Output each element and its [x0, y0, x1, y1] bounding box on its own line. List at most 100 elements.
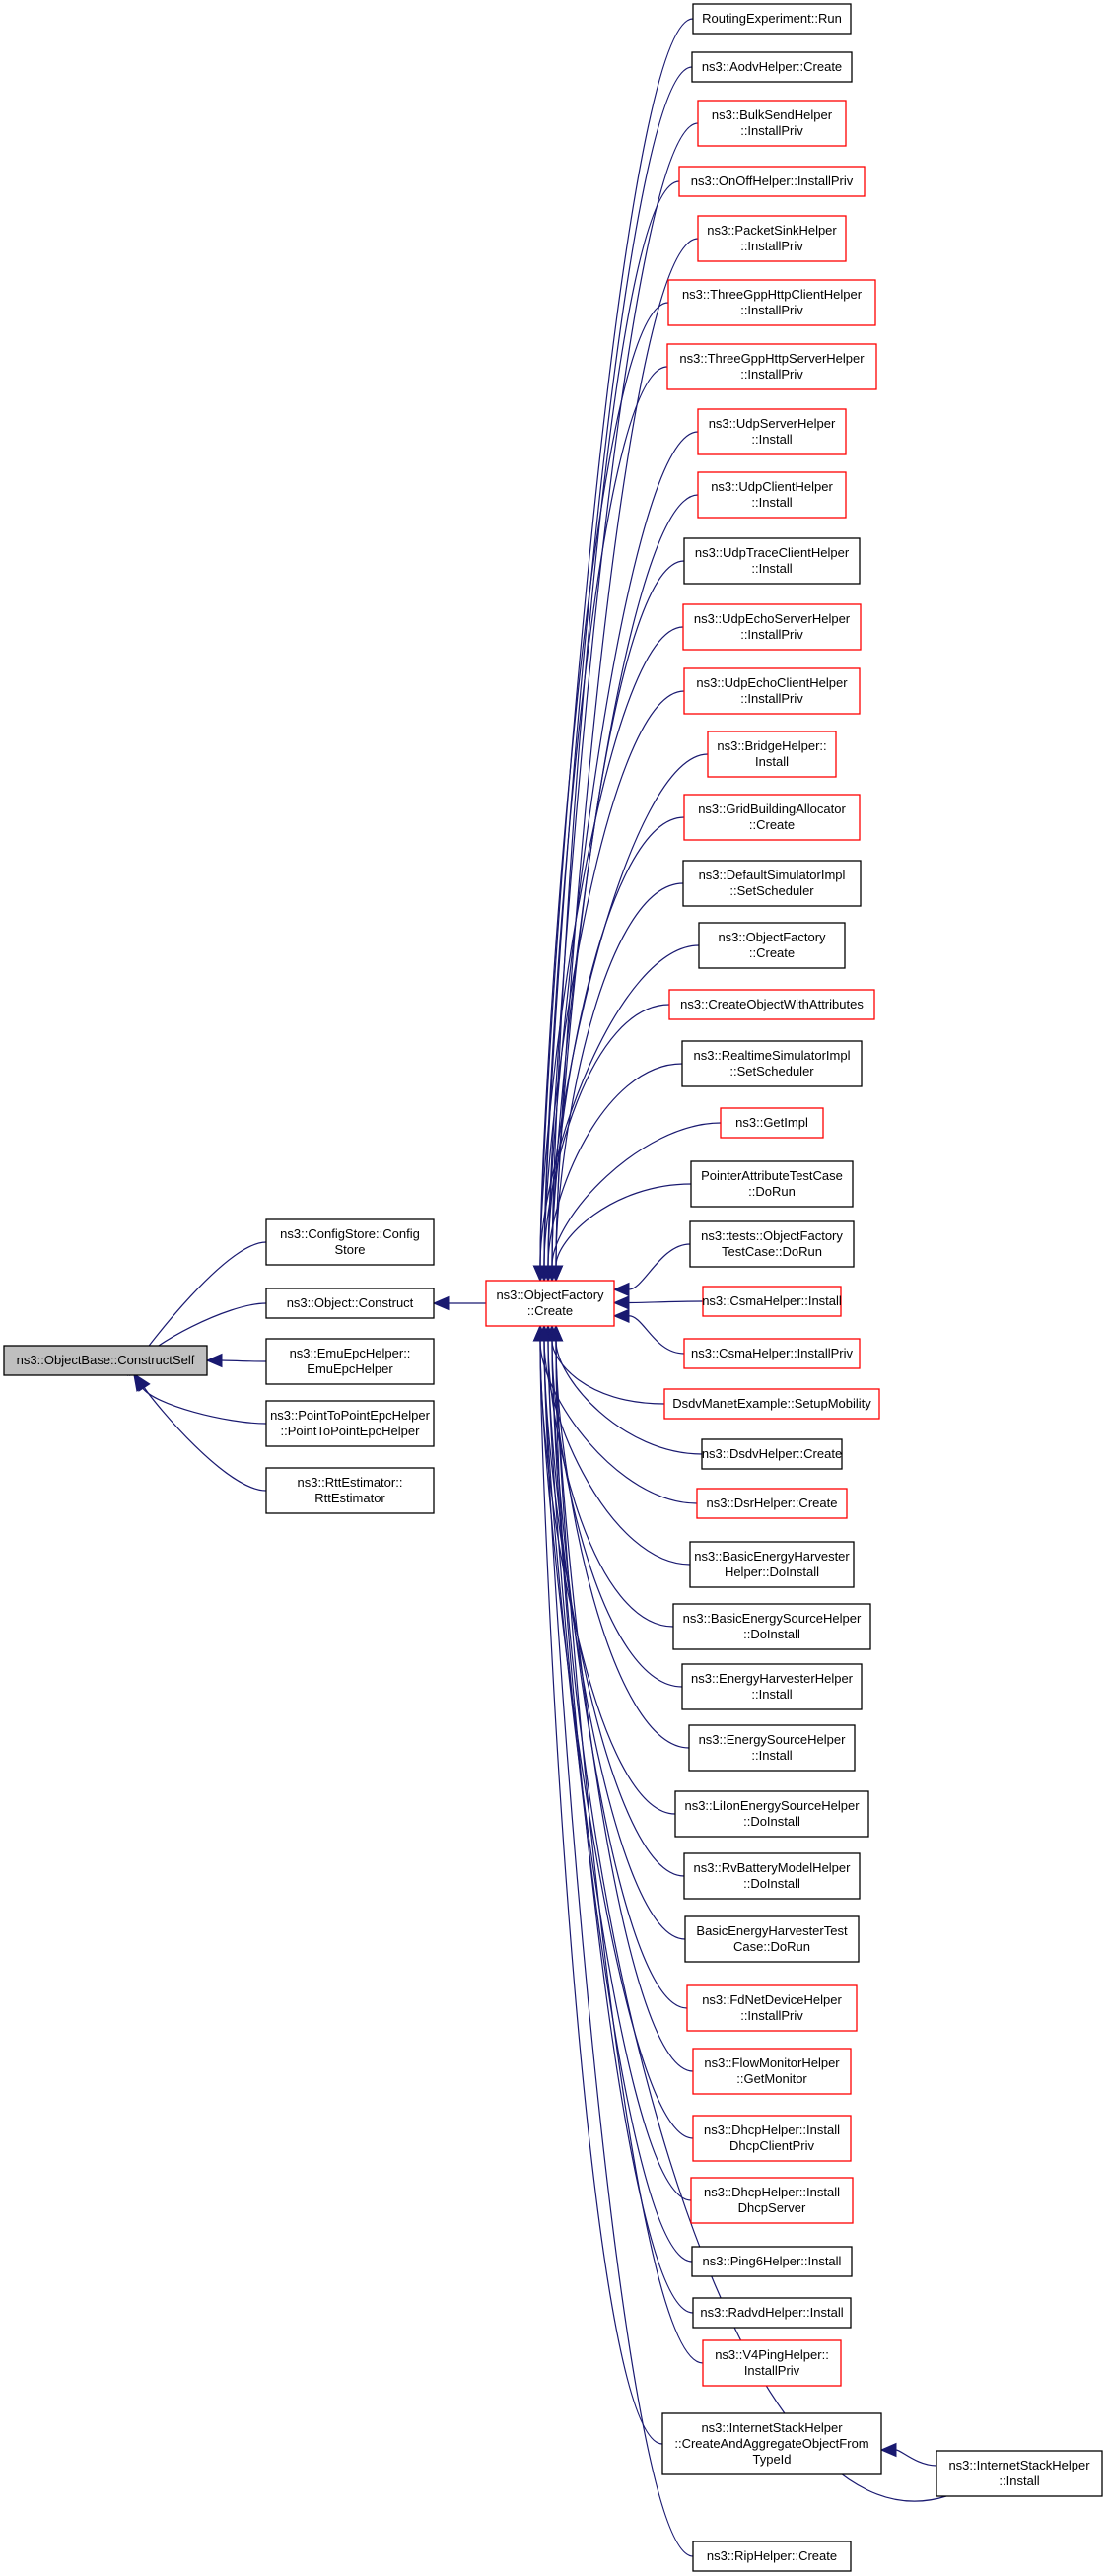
edge-factory-caller-39	[551, 1340, 694, 2314]
caller-38-ns3-ping6helper-install[interactable]: ns3::Ping6Helper::Install	[691, 2246, 853, 2277]
edge-factory-caller-6	[539, 302, 669, 1267]
caller-24-dsdvmanetexample-setupmobility[interactable]: DsdvManetExample::SetupMobility	[663, 1388, 880, 1420]
edge-factory-caller-32	[543, 1340, 685, 1877]
caller-18-ns3-realtimesimulatorimpl-setscheduler[interactable]: ns3::RealtimeSimulatorImpl::SetScheduler	[681, 1040, 863, 1087]
caller-10-ns3-udptraceclienthelper-install[interactable]: ns3::UdpTraceClientHelper::Install	[683, 537, 861, 585]
caller-22-ns3-csmahelper-install-label: ns3::CsmaHelper::Install	[702, 1293, 842, 1308]
caller-9-ns3-udpclienthelper-install-label: ns3::UdpClientHelper	[711, 479, 833, 494]
caller-27-ns3-basicenergyharvesterhelper-doinstall[interactable]: ns3::BasicEnergyHarvesterHelper::DoInsta…	[689, 1541, 855, 1588]
caller-9-ns3-udpclienthelper-install-label: ::Install	[751, 495, 792, 510]
caller-17-ns3-createobjectwithattributes[interactable]: ns3::CreateObjectWithAttributes	[668, 989, 875, 1020]
caller-27-ns3-basicenergyharvesterhelper-doinstall-box	[689, 1541, 855, 1588]
caller-32-ns3-rvbatterymodelhelper-doinstall-label: ::DoInstall	[743, 1876, 800, 1891]
caller-28-ns3-basicenergysourcehelper-doinstall-label: ns3::BasicEnergySourceHelper	[683, 1611, 862, 1626]
caller-42-ns3-riphelper-create[interactable]: ns3::RipHelper::Create	[692, 2541, 852, 2572]
root-node-constructself[interactable]: ns3::ObjectBase::ConstructSelf	[3, 1345, 208, 1376]
caller-12-ns3-udpechoclienthelper-installpriv-label: ::InstallPriv	[740, 691, 803, 706]
caller-p2pepchelper[interactable]: ns3::PointToPointEpcHelper::PointToPoint…	[265, 1400, 435, 1447]
caller-23-ns3-csmahelper-installpriv-label: ns3::CsmaHelper::InstallPriv	[691, 1346, 853, 1360]
edge-factory-caller-20	[555, 1183, 692, 1267]
caller-36-ns3-dhcphelper-installdhcpclientpriv-label: ns3::DhcpHelper::Install	[704, 2123, 840, 2137]
caller-26-ns3-dsrhelper-create[interactable]: ns3::DsrHelper::Create	[696, 1488, 848, 1519]
caller-rttestimator-label: RttEstimator	[314, 1491, 385, 1505]
graph-edges	[127, 18, 947, 2557]
caller-26-ns3-dsrhelper-create-box	[696, 1488, 848, 1519]
caller-16-ns3-objectfactory-create[interactable]: ns3::ObjectFactory::Create	[698, 922, 846, 969]
caller-1-routingexperiment-run[interactable]: RoutingExperiment::Run	[692, 3, 852, 35]
caller-39-ns3-radvdhelper-install-label: ns3::RadvdHelper::Install	[700, 2305, 843, 2320]
caller-28-ns3-basicenergysourcehelper-doinstall[interactable]: ns3::BasicEnergySourceHelper::DoInstall	[672, 1603, 871, 1650]
caller-22-ns3-csmahelper-install[interactable]: ns3::CsmaHelper::Install	[702, 1286, 842, 1317]
caller-13-ns3-bridgehelper-install[interactable]: ns3::BridgeHelper::Install	[707, 731, 837, 778]
caller-31-ns3-liionenergysourcehelper-doinstall-label: ::DoInstall	[743, 1814, 800, 1829]
caller-19-ns3-getimpl[interactable]: ns3::GetImpl	[720, 1107, 824, 1139]
caller-14-ns3-gridbuildingallocator-create-label: ns3::GridBuildingAllocator	[698, 801, 846, 816]
caller-rttestimator[interactable]: ns3::RttEstimator::RttEstimator	[265, 1467, 435, 1514]
node-internetstackhelper-install-label: ns3::InternetStackHelper	[948, 2458, 1090, 2472]
caller-41-ns3-internetstackhelper-createandaggregateobjectfromtypeid-label: ns3::InternetStackHelper	[701, 2420, 843, 2435]
caller-3-ns3-bulksendhelper-installpriv-box	[697, 100, 847, 147]
caller-7-ns3-threegpphttpserverhelper-installpriv-label: ns3::ThreeGppHttpServerHelper	[679, 351, 865, 366]
caller-6-ns3-threegpphttpclienthelper-installpriv[interactable]: ns3::ThreeGppHttpClientHelper::InstallPr…	[667, 279, 876, 326]
caller-23-ns3-csmahelper-installpriv-box	[683, 1338, 861, 1369]
caller-object-construct[interactable]: ns3::Object::Construct	[265, 1288, 435, 1319]
caller-15-ns3-defaultsimulatorimpl-setscheduler[interactable]: ns3::DefaultSimulatorImpl::SetScheduler	[682, 860, 862, 907]
caller-configstore[interactable]: ns3::ConfigStore::ConfigStore	[265, 1218, 435, 1266]
caller-emuepchelper[interactable]: ns3::EmuEpcHelper::EmuEpcHelper	[265, 1338, 435, 1385]
caller-18-ns3-realtimesimulatorimpl-setscheduler-label: ::SetScheduler	[729, 1064, 814, 1079]
root-node-constructself-label: ns3::ObjectBase::ConstructSelf	[17, 1353, 195, 1367]
caller-36-ns3-dhcphelper-installdhcpclientpriv-box	[692, 2115, 852, 2162]
caller-34-ns3-fdnetdevicehelper-installpriv[interactable]: ns3::FdNetDeviceHelper::InstallPriv	[686, 1984, 858, 2032]
caller-30-ns3-energysourcehelper-install[interactable]: ns3::EnergySourceHelper::Install	[688, 1724, 856, 1772]
caller-configstore-label: ns3::ConfigStore::Config	[280, 1226, 420, 1241]
caller-8-ns3-udpserverhelper-install[interactable]: ns3::UdpServerHelper::Install	[697, 408, 847, 455]
caller-31-ns3-liionenergysourcehelper-doinstall[interactable]: ns3::LiIonEnergySourceHelper::DoInstall	[674, 1790, 869, 1838]
caller-14-ns3-gridbuildingallocator-create[interactable]: ns3::GridBuildingAllocator::Create	[683, 794, 861, 841]
caller-12-ns3-udpechoclienthelper-installpriv[interactable]: ns3::UdpEchoClientHelper::InstallPriv	[683, 667, 861, 715]
caller-8-ns3-udpserverhelper-install-label: ::Install	[751, 432, 792, 447]
caller-40-ns3-v4pinghelper-installpriv[interactable]: ns3::V4PingHelper::InstallPriv	[702, 2339, 842, 2387]
node-internetstackhelper-install[interactable]: ns3::InternetStackHelper::Install	[936, 2450, 1103, 2497]
caller-23-ns3-csmahelper-installpriv[interactable]: ns3::CsmaHelper::InstallPriv	[683, 1338, 861, 1369]
caller-25-ns3-dsdvhelper-create[interactable]: ns3::DsdvHelper::Create	[701, 1438, 843, 1470]
caller-19-ns3-getimpl-label: ns3::GetImpl	[735, 1115, 808, 1130]
caller-39-ns3-radvdhelper-install[interactable]: ns3::RadvdHelper::Install	[692, 2297, 852, 2329]
caller-3-ns3-bulksendhelper-installpriv[interactable]: ns3::BulkSendHelper::InstallPriv	[697, 100, 847, 147]
edge-factory-caller-19	[551, 1122, 722, 1267]
edge-factory-caller-18	[547, 1063, 683, 1267]
caller-29-ns3-energyharvesterhelper-install[interactable]: ns3::EnergyHarvesterHelper::Install	[681, 1663, 863, 1710]
caller-32-ns3-rvbatterymodelhelper-doinstall[interactable]: ns3::RvBatteryModelHelper::DoInstall	[683, 1852, 861, 1900]
caller-40-ns3-v4pinghelper-installpriv-label: InstallPriv	[744, 2363, 800, 2378]
caller-33-basicenergyharvestertestcase-dorun-label: BasicEnergyHarvesterTest	[696, 1923, 848, 1938]
caller-29-ns3-energyharvesterhelper-install-box	[681, 1663, 863, 1710]
caller-13-ns3-bridgehelper-install-box	[707, 731, 837, 778]
caller-7-ns3-threegpphttpserverhelper-installpriv-label: ::InstallPriv	[740, 367, 803, 382]
caller-11-ns3-udpechoserverhelper-installpriv[interactable]: ns3::UdpEchoServerHelper::InstallPriv	[682, 603, 862, 651]
edge-factory-caller-30	[555, 1340, 690, 1749]
node-objectfactory-create[interactable]: ns3::ObjectFactory::Create	[485, 1280, 615, 1327]
caller-9-ns3-udpclienthelper-install[interactable]: ns3::UdpClientHelper::Install	[697, 471, 847, 519]
caller-5-ns3-packetsinkhelper-installpriv-box	[697, 215, 847, 262]
caller-20-pointerattributetestcase-dorun[interactable]: PointerAttributeTestCase::DoRun	[690, 1160, 854, 1208]
edge-factory-caller-15	[555, 882, 684, 1267]
edge-factory-caller-2	[543, 66, 693, 1267]
root-node-constructself-box	[3, 1345, 208, 1376]
edge-factory-caller-42	[543, 1340, 694, 2557]
caller-40-ns3-v4pinghelper-installpriv-label: ns3::V4PingHelper::	[715, 2347, 829, 2362]
caller-38-ns3-ping6helper-install-label: ns3::Ping6Helper::Install	[703, 2254, 842, 2268]
caller-4-ns3-onoffhelper-installpriv[interactable]: ns3::OnOffHelper::InstallPriv	[678, 166, 866, 197]
caller-41-ns3-internetstackhelper-createandaggregateobjectfromtypeid[interactable]: ns3::InternetStackHelper::CreateAndAggre…	[661, 2412, 882, 2475]
caller-10-ns3-udptraceclienthelper-install-label: ns3::UdpTraceClientHelper	[695, 545, 850, 560]
caller-7-ns3-threegpphttpserverhelper-installpriv[interactable]: ns3::ThreeGppHttpServerHelper::InstallPr…	[666, 343, 877, 390]
caller-5-ns3-packetsinkhelper-installpriv[interactable]: ns3::PacketSinkHelper::InstallPriv	[697, 215, 847, 262]
caller-25-ns3-dsdvhelper-create-box	[701, 1438, 843, 1470]
caller-6-ns3-threegpphttpclienthelper-installpriv-label: ::InstallPriv	[740, 303, 803, 317]
caller-35-ns3-flowmonitorhelper-getmonitor[interactable]: ns3::FlowMonitorHelper::GetMonitor	[692, 2048, 852, 2095]
caller-2-ns3-aodvhelper-create[interactable]: ns3::AodvHelper::Create	[691, 51, 853, 83]
caller-21-ns3-tests-objectfactorytestcase-dorun-label: ns3::tests::ObjectFactory	[701, 1228, 843, 1243]
graph-nodes: ns3::ObjectBase::ConstructSelf ns3::Confi…	[3, 3, 1103, 2572]
